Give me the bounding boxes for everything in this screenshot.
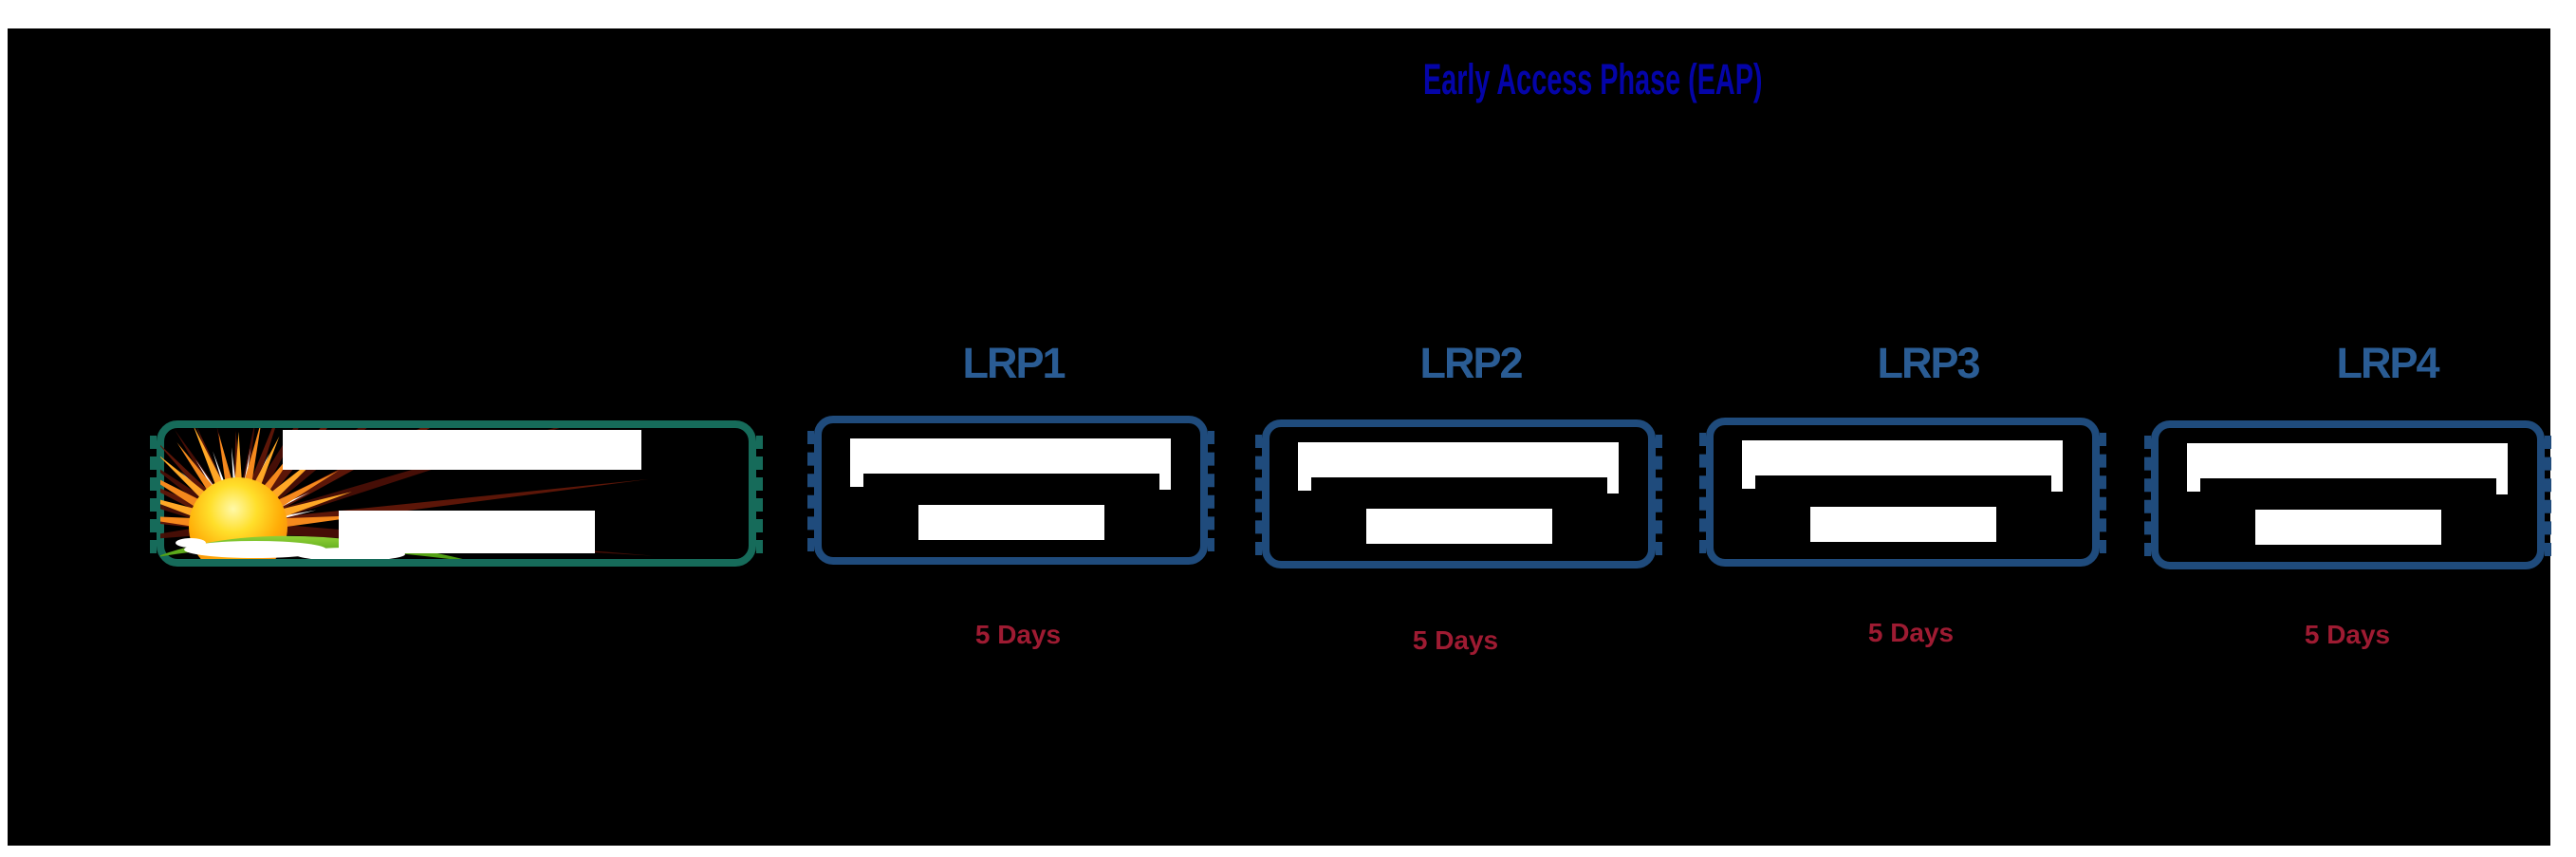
- redaction-bar: [1298, 442, 1619, 494]
- phase-label-lrp4: LRP4: [2336, 339, 2439, 387]
- redaction-bar: [1366, 509, 1552, 544]
- redaction-bar: [2255, 510, 2441, 545]
- phase-label-lrp2: LRP2: [1419, 339, 1523, 387]
- redaction-bar: [283, 430, 641, 470]
- diagram-title: Early Access Phase (EAP): [1423, 55, 1763, 103]
- redaction-bar: [1810, 507, 1996, 542]
- redaction-bar: [339, 511, 595, 553]
- dashed-rail-right: [2545, 436, 2551, 556]
- phase-label-lrp3: LRP3: [1877, 339, 1980, 387]
- dashed-rail-left: [1699, 433, 1706, 553]
- dashed-rail-right: [756, 436, 763, 553]
- phase-duration-lrp4: 5 Days: [2304, 620, 2391, 649]
- phase-duration-lrp3: 5 Days: [1867, 618, 1955, 647]
- redaction-bar: [918, 505, 1104, 540]
- dashed-rail-left: [150, 436, 157, 553]
- dashed-rail-right: [1656, 435, 1662, 555]
- phase-box-lrp3: [1699, 418, 2106, 567]
- sunrise-legend-box: [150, 420, 763, 567]
- phase-duration-lrp1: 5 Days: [974, 620, 1062, 649]
- redaction-bar: [850, 438, 1171, 490]
- phase-label-lrp1: LRP1: [962, 339, 1066, 387]
- dashed-rail-left: [807, 431, 814, 551]
- redaction-bar: [2187, 443, 2508, 494]
- dashed-rail-right: [1208, 431, 1214, 551]
- dashed-rail-right: [2100, 433, 2106, 553]
- dashed-rail-left: [1255, 435, 1262, 555]
- redaction-bar: [1742, 440, 2063, 492]
- phase-duration-lrp2: 5 Days: [1412, 625, 1499, 655]
- phase-box-lrp4: [2144, 420, 2551, 569]
- phase-box-lrp1: [807, 416, 1214, 565]
- phase-box-lrp2: [1255, 419, 1662, 568]
- dashed-rail-left: [2144, 436, 2151, 556]
